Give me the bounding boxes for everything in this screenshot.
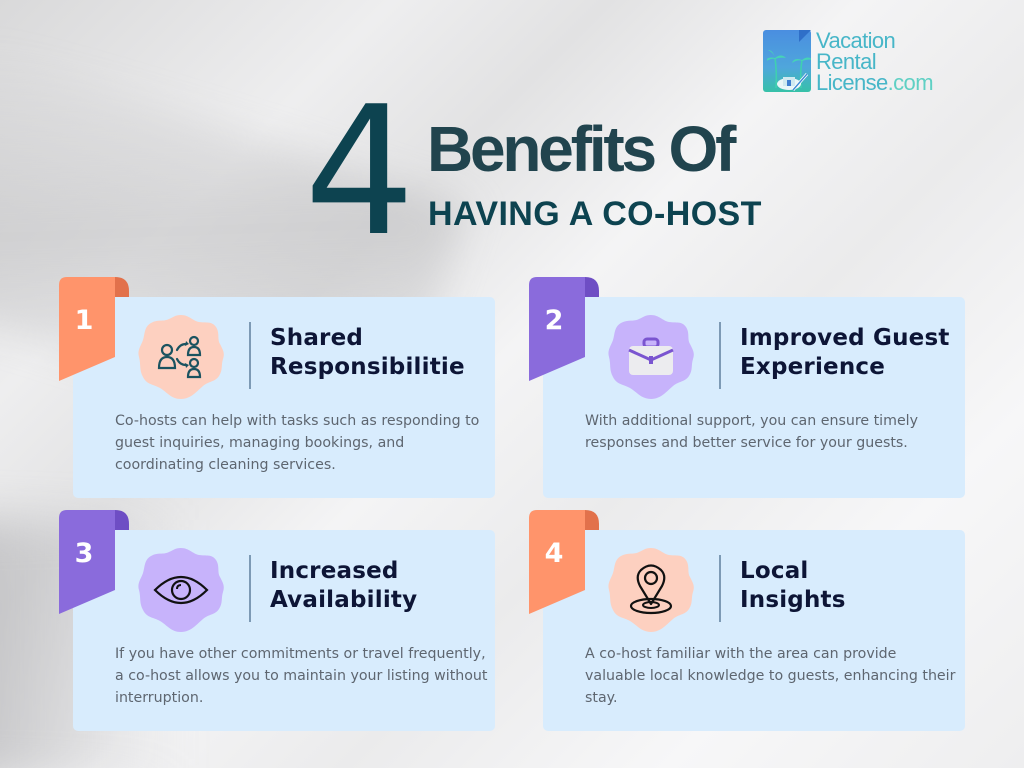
eye-icon [153, 576, 209, 604]
benefit-description: A co-host familiar with the area can pro… [585, 646, 956, 706]
badge-number: 1 [74, 305, 94, 336]
headline-title: Benefits Of [427, 113, 736, 185]
title-line-1: Local [740, 558, 809, 584]
icon-badge-peach [607, 546, 695, 634]
vacation-rental-license-logo: Vacation Rental License.com [763, 30, 978, 96]
title-line-2: Experience [740, 354, 886, 380]
icon-badge-peach [137, 313, 225, 401]
number-badge-1: 1 [59, 277, 129, 385]
benefit-title: Improved Guest Experience [740, 324, 950, 382]
number-badge-3: 3 [59, 510, 129, 618]
benefit-title: Shared Responsibilitie [270, 324, 465, 382]
title-line-1: Increased [270, 558, 399, 584]
benefit-card-1: Shared Responsibilitie Co-hosts can help… [73, 297, 495, 498]
icon-badge-lavender [137, 546, 225, 634]
headline-number: 4 [304, 68, 416, 275]
title-line-1: Improved Guest [740, 325, 950, 351]
benefit-description: With additional support, you can ensure … [585, 413, 919, 451]
benefit-card-2: Improved Guest Experience With additiona… [543, 297, 965, 498]
briefcase-icon [628, 337, 674, 375]
title-line-1: Shared [270, 325, 364, 351]
divider [719, 555, 721, 622]
badge-number: 4 [544, 538, 564, 569]
logo-suffix: .com [887, 70, 934, 95]
benefit-title: Local Insights [740, 557, 846, 615]
number-badge-2: 2 [529, 277, 599, 385]
document-palm-house-pen-icon [763, 30, 811, 92]
icon-badge-lavender [607, 313, 695, 401]
headline-subtitle: HAVING A CO-HOST [428, 195, 762, 233]
title-line-2: Responsibilitie [270, 354, 465, 380]
logo-line-license: License [816, 70, 888, 95]
badge-number: 3 [74, 538, 94, 569]
benefit-title: Increased Availability [270, 557, 417, 615]
title-line-2: Availability [270, 587, 418, 613]
benefit-card-3: Increased Availability If you have other… [73, 530, 495, 731]
number-badge-4: 4 [529, 510, 599, 618]
divider [249, 322, 251, 389]
benefit-description: If you have other commitments or travel … [115, 646, 488, 706]
title-line-2: Insights [740, 587, 846, 613]
people-share-icon [157, 335, 202, 379]
benefit-description: Co-hosts can help with tasks such as res… [115, 413, 480, 473]
badge-number: 2 [544, 305, 564, 336]
logo-line-vacation: Vacation [816, 28, 896, 53]
divider [719, 322, 721, 389]
benefit-card-4: Local Insights A co-host familiar with t… [543, 530, 965, 731]
logo-wordmark: Vacation Rental License.com [816, 28, 934, 95]
logo-line-rental: Rental [816, 49, 877, 74]
map-pin-icon [629, 564, 673, 615]
divider [249, 555, 251, 622]
